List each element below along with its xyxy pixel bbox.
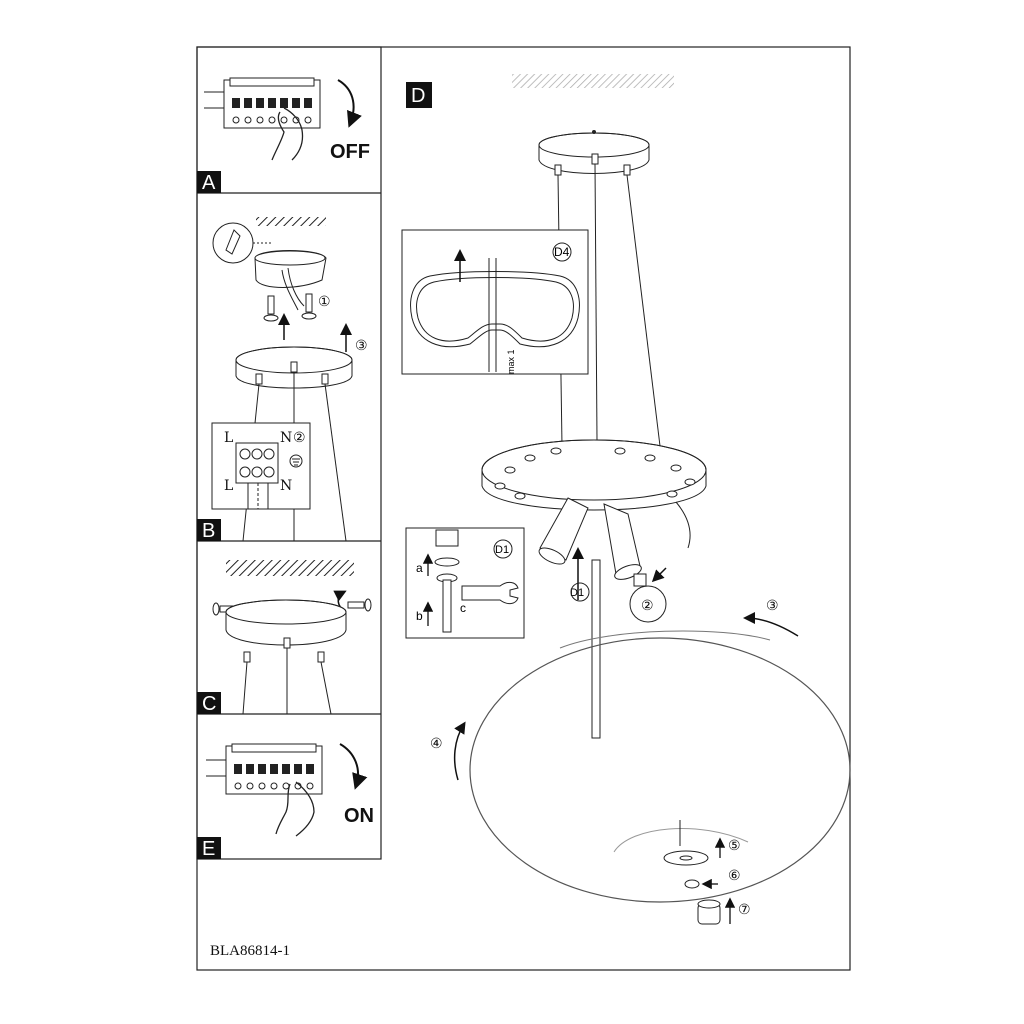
panel-letter-a: A xyxy=(202,172,216,194)
panel-c: C xyxy=(197,560,372,715)
panel-e: ON E xyxy=(197,743,374,860)
d-step-6: ⑥ xyxy=(728,868,741,884)
panel-d: D D4 max 1 xyxy=(401,74,851,925)
breaker-switch-icon xyxy=(204,77,321,129)
panel-b: ① ③ L N ② L N B xyxy=(197,217,368,542)
terminal-top-l: L xyxy=(224,430,233,446)
wrench-icon xyxy=(461,581,519,605)
curved-arrow-icon-e xyxy=(339,743,368,790)
panel-letter-c: C xyxy=(202,693,216,715)
d-step-3: ③ xyxy=(766,598,779,614)
dim-label: max 1 xyxy=(506,349,516,374)
panel-letter-d: D xyxy=(411,85,425,107)
detail-d4-label: D4 xyxy=(554,245,570,259)
hatch-ceiling-icon xyxy=(256,217,326,226)
d1-step-c: c xyxy=(460,601,466,615)
hatch-ceiling-icon-c xyxy=(226,560,354,576)
terminal-top-n: N xyxy=(280,430,292,446)
curved-arrow-icon xyxy=(337,79,362,128)
step-2: ② xyxy=(293,430,306,446)
switch-state-off: OFF xyxy=(330,141,370,163)
glass-shade xyxy=(469,630,851,903)
terminal-bottom-l: L xyxy=(224,478,233,494)
detail-d1-label: D1 xyxy=(495,544,509,556)
terminal-bottom-n: N xyxy=(280,478,292,494)
panel-a: OFF A xyxy=(197,77,370,194)
hand-icon-e xyxy=(275,781,315,837)
screw-icon xyxy=(263,293,317,322)
d-step-4: ④ xyxy=(430,736,443,752)
d1-step-a: a xyxy=(416,561,423,575)
hatch-ceiling-icon-d xyxy=(512,74,674,88)
switch-state-on: ON xyxy=(344,805,374,827)
step-3: ③ xyxy=(355,338,368,354)
wall-plug-icon xyxy=(212,222,272,264)
document-code: BLA86814-1 xyxy=(210,943,290,959)
lamp-socket-2 xyxy=(603,503,642,580)
d-step-5: ⑤ xyxy=(728,838,741,854)
step-1: ① xyxy=(318,294,331,310)
hand-icon xyxy=(271,107,304,161)
left-column xyxy=(196,46,382,860)
callout-d1: D1 xyxy=(570,587,584,599)
d1-step-b: b xyxy=(416,609,423,623)
d-step-2: ② xyxy=(641,598,654,614)
bulb-icon: ② xyxy=(629,573,667,623)
panel-letter-b: B xyxy=(202,520,215,542)
panel-letter-e: E xyxy=(202,838,215,860)
breaker-switch-icon-e xyxy=(206,743,323,795)
lamp-socket xyxy=(538,497,589,565)
d-step-7: ⑦ xyxy=(738,902,751,918)
ground-symbol-icon xyxy=(289,454,303,468)
